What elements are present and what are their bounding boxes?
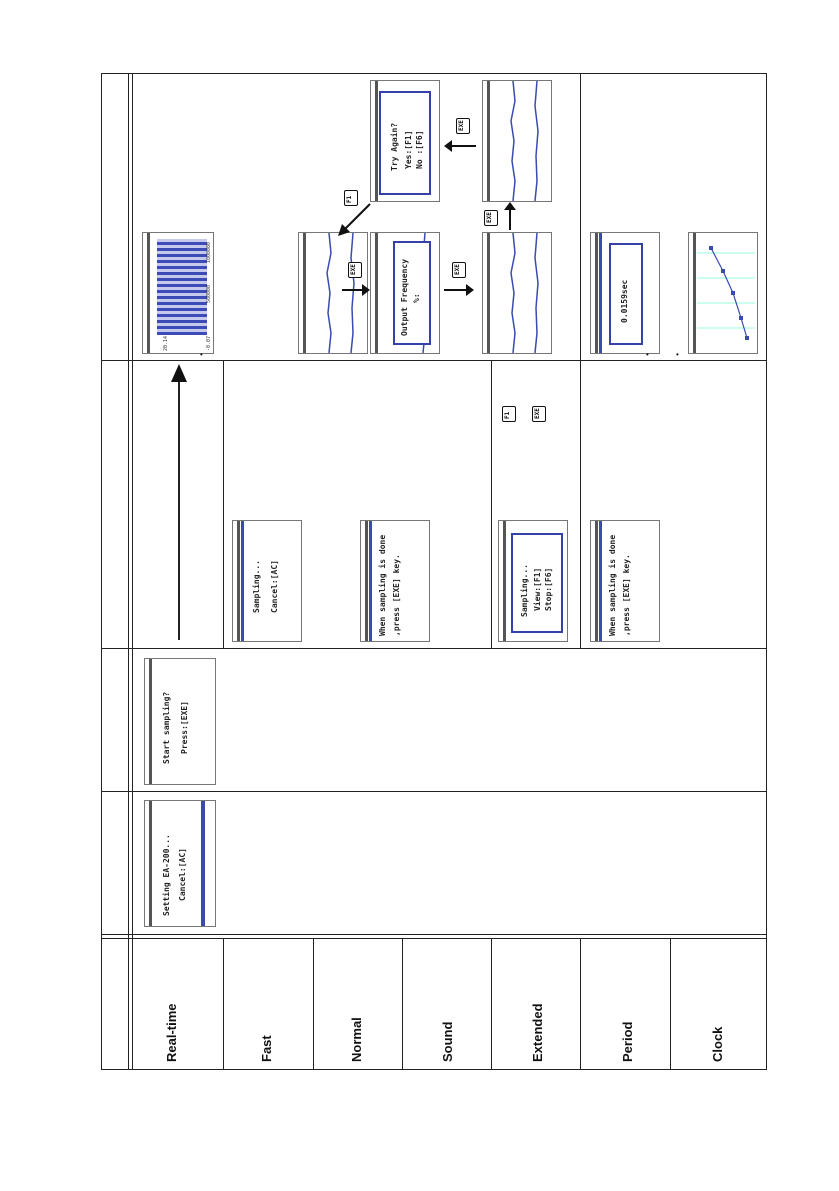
spectrum-tick3: 500000 [206,284,212,303]
bullet-2: • [646,350,649,359]
key-exe-extended: EXE [532,406,546,422]
try-again-line3: No :[F6] [415,130,424,169]
table-bottom-border [101,1069,767,1070]
spectrum-tick4: 1000000 [206,241,212,263]
sampling-cancel-line1: Sampling... [252,560,261,613]
key-f1-top: F1 [344,190,358,206]
screen-sampling-view: Sampling... View:[F1] Stop:[F6] [498,520,568,642]
screen-sampling-cancel: Sampling... Cancel:[AC] [232,520,302,642]
key-exe-4: EXE [456,118,470,134]
row-div-6 [670,938,671,1069]
arrow-exe-1 [342,284,370,296]
table-right-border [766,73,767,1070]
divider-1 [101,360,767,361]
sampling-view-line3: Stop:[F6] [544,567,553,611]
row-div-1 [223,360,224,648]
row-div-4 [491,360,492,648]
try-again-line2: Yes:[F1] [404,130,413,169]
mode-label-realtime: Real-time [164,1003,179,1062]
screen-period-value: 0.0159sec [590,232,660,354]
mode-label-extended: Extended [530,1003,545,1062]
when-done-2-line1: When sampling is done [608,534,617,636]
row-div-5 [580,73,581,648]
mode-label-clock: Clock [710,1026,725,1062]
start-line1: Start sampling? [162,691,171,764]
when-done-line2: ,press [EXE] key. [392,554,401,636]
screen-try-again: Try Again? Yes:[F1] No :[F6] [370,80,440,202]
row-div-3 [402,938,403,1069]
bullet-1: • [200,350,203,359]
screen-spectrum: -0.07 20.14 500000 1000000 [142,232,214,354]
screen-waveform-1 [298,232,368,354]
divider-4b [101,938,767,939]
key-f1-extended: F1 [502,406,516,422]
mode-label-fast: Fast [259,1035,274,1062]
realtime-arrow-shaft [178,378,180,640]
row-div-2 [313,938,314,1069]
period-value: 0.0159sec [620,279,629,323]
row-div-4b [491,938,492,1069]
table-top-border [101,73,767,74]
bullet-3: • [676,350,679,359]
table-left-border [101,73,102,1070]
arrow-exe-3 [504,202,516,230]
screen-clock-graph [688,232,758,354]
key-exe-3: EXE [484,210,498,226]
arrow-exe-4 [444,140,476,152]
when-done-line1: When sampling is done [378,534,387,636]
output-freq-line1: Output Frequency [400,258,409,336]
row-div-1b [223,938,224,1069]
setting-line2: Cancel:[AC] [178,848,187,901]
start-line2: Press:[EXE] [180,701,189,754]
screen-start: Start sampling? Press:[EXE] [144,658,216,785]
mode-label-period: Period [620,1021,635,1062]
screen-waveform-3 [482,80,552,202]
arrow-f1-diagonal [338,203,371,236]
double-rule-b [132,73,133,1070]
divider-4a [101,934,767,935]
screen-waveform-2 [482,232,552,354]
mode-label-sound: Sound [440,1021,455,1062]
screen-output-frequency: Output Frequency %: [370,232,440,354]
spectrum-tick2: 20.14 [163,335,169,351]
realtime-arrow-head [171,364,187,382]
double-rule-a [128,73,129,1070]
output-freq-line2: %: [412,293,421,303]
sampling-view-line2: View:[F1] [533,567,542,611]
try-again-line1: Try Again? [390,122,399,171]
mode-label-normal: Normal [349,1017,364,1062]
setting-line1: Setting EA-200... [162,834,171,916]
key-exe-2: EXE [452,262,466,278]
screen-when-done-2: When sampling is done ,press [EXE] key. [590,520,660,642]
sampling-view-line1: Sampling... [520,564,529,617]
divider-3 [101,791,767,792]
row-div-5b [580,938,581,1069]
arrow-exe-2 [444,284,474,296]
divider-2 [101,648,767,649]
when-done-2-line2: ,press [EXE] key. [622,554,631,636]
spectrum-tick1: -0.07 [206,335,212,351]
sampling-cancel-line2: Cancel:[AC] [270,560,279,613]
key-exe-1: EXE [348,262,362,278]
screen-setting: Setting EA-200... Cancel:[AC] [144,800,216,927]
screen-when-done: When sampling is done ,press [EXE] key. [360,520,430,642]
